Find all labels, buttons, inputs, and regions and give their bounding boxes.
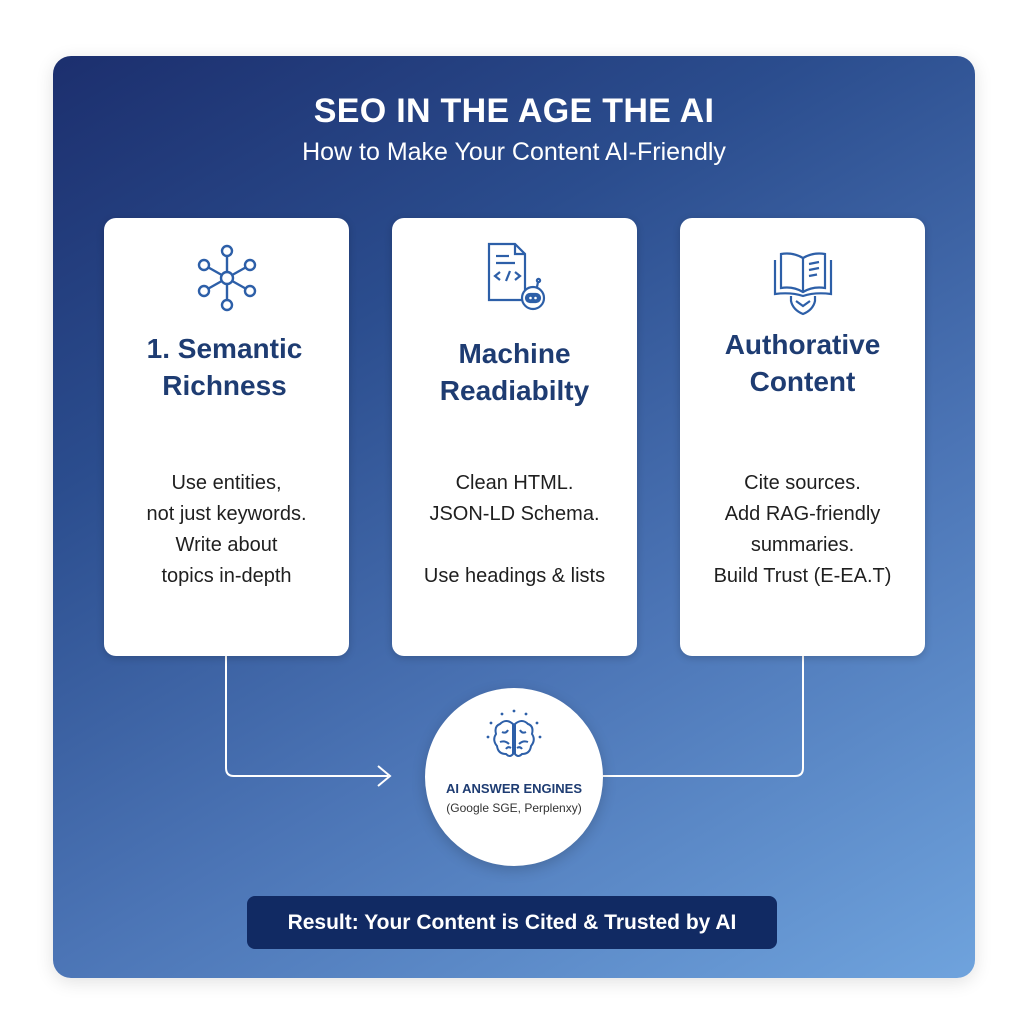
code-document-robot-icon — [475, 238, 555, 318]
card-authoritative-content: Authorative Content Cite sources. Add RA… — [680, 218, 925, 656]
hub-subtitle: (Google SGE, Perplenxy) — [446, 801, 582, 815]
card-title: 1. Semantic Richness — [146, 333, 303, 401]
ai-answer-engines-hub: AI ANSWER ENGINES (Google SGE, Perplenxy… — [425, 688, 603, 866]
result-banner: Result: Your Content is Cited & Trusted … — [247, 896, 777, 949]
infographic-panel: SEO IN THE AGE THE AI How to Make Your C… — [53, 56, 975, 978]
hub-title: AI ANSWER ENGINES — [445, 781, 583, 796]
network-nodes-icon — [187, 238, 267, 318]
card-body: Clean HTML. JSON-LD Schema. Use headings… — [423, 472, 606, 587]
brain-icon — [482, 706, 546, 770]
book-shield-icon — [763, 238, 843, 318]
card-title: Authorative Content — [724, 329, 881, 397]
card-semantic-richness: 1. Semantic Richness Use entities, not j… — [104, 218, 349, 656]
page-title: SEO IN THE AGE THE AI — [313, 92, 715, 130]
card-title: Machine Readiabilty — [439, 338, 590, 406]
page-subtitle: How to Make Your Content AI-Friendly — [302, 138, 726, 166]
card-body: Cite sources. Add RAG-friendly summaries… — [713, 472, 892, 587]
card-body: Use entities, not just keywords. Write a… — [146, 472, 307, 587]
card-machine-readability: Machine Readiabilty Clean HTML. JSON-LD … — [392, 218, 637, 656]
